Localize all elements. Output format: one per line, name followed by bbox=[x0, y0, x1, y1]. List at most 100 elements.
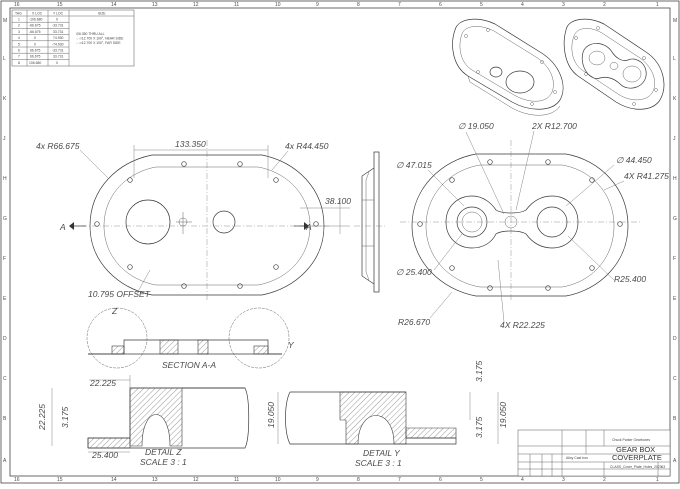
zone-letter: H bbox=[3, 176, 7, 182]
hole-table-cell: -74.930 bbox=[52, 42, 64, 46]
zone-number: 13 bbox=[152, 2, 158, 8]
zone-letter: C bbox=[3, 376, 7, 382]
hole-table-cell: -66.675 bbox=[29, 24, 41, 28]
detail-y-title: DETAIL Y bbox=[363, 448, 401, 458]
height-label: 38.100 bbox=[325, 196, 351, 206]
detail-y-dim-right-1: 3.175 bbox=[474, 416, 484, 438]
section-a-a: Z Y SECTION A-A bbox=[86, 306, 295, 370]
detail-z-dim-top: 22.225 bbox=[89, 378, 116, 388]
diameter-47-label: ∅ 47.015 bbox=[396, 160, 432, 170]
rear-view bbox=[400, 140, 640, 300]
isometric-view-front bbox=[452, 18, 564, 116]
zone-number: 16 bbox=[14, 2, 20, 8]
hole-size-note: ⌵ ∅12.700 X 100°, FAR SIDE bbox=[76, 41, 121, 45]
zone-number: 10 bbox=[275, 2, 281, 8]
diameter-19-label: ∅ 19.050 bbox=[458, 121, 494, 131]
zone-letter: L bbox=[673, 56, 676, 62]
hole-table-cell: -33.731 bbox=[52, 24, 64, 28]
hole-table-header: SIZE bbox=[98, 12, 106, 16]
detail-z-title: DETAIL Z bbox=[145, 447, 182, 457]
hole-table-cell: 66.675 bbox=[30, 55, 40, 59]
radius-66-label: 4x R66.675 bbox=[36, 141, 80, 151]
zone-number: 6 bbox=[439, 2, 442, 8]
front-view bbox=[70, 140, 330, 300]
border-top-numbers: 16 15 14 13 12 11 10 9 8 7 6 5 4 3 2 1 bbox=[14, 2, 659, 8]
zone-number: 10 bbox=[275, 477, 281, 483]
zone-letter: D bbox=[3, 336, 7, 342]
border-right-letters: M L K J H G F E D C B A bbox=[673, 18, 677, 464]
hole-table-header: X LOC bbox=[32, 12, 43, 16]
radius-26-label: R26.670 bbox=[398, 317, 430, 327]
hole-table-cell: 8 bbox=[18, 61, 20, 65]
zone-number: 9 bbox=[316, 477, 319, 483]
hole-size-note: ⌵ ∅12.700 X 100°, NEAR SIDE bbox=[76, 37, 124, 41]
hole-table-cell: 5 bbox=[18, 42, 20, 46]
zone-number: 12 bbox=[193, 2, 199, 8]
hole-table-cell: -66.675 bbox=[29, 30, 41, 34]
zone-number: 15 bbox=[57, 2, 63, 8]
radius-25-label: R25.400 bbox=[614, 274, 646, 284]
hole-table-cell: 0 bbox=[56, 18, 58, 22]
hole-table-cell: 33.731 bbox=[53, 30, 63, 34]
isometric-view-rear bbox=[563, 18, 665, 110]
hole-table-cell: 33.731 bbox=[53, 55, 63, 59]
zone-letter: J bbox=[3, 136, 6, 142]
zone-letter: L bbox=[3, 56, 6, 62]
zone-letter: G bbox=[3, 216, 7, 222]
zone-letter: M bbox=[3, 18, 7, 24]
hole-table: TAG X LOC Y LOC SIZE 1 -106.680 0 2 -66.… bbox=[11, 9, 135, 67]
zone-number: 4 bbox=[521, 477, 524, 483]
section-marker-left: A bbox=[59, 222, 86, 232]
zone-number: 4 bbox=[521, 2, 524, 8]
diameter-44-label: ∅ 44.450 bbox=[616, 155, 652, 165]
border-bottom-numbers: 16 15 14 13 12 11 10 9 8 7 6 5 4 3 2 1 bbox=[14, 477, 659, 483]
zone-number: 1 bbox=[656, 2, 659, 8]
section-title: SECTION A-A bbox=[162, 360, 216, 370]
zone-letter: G bbox=[673, 216, 677, 222]
zone-number: 9 bbox=[316, 2, 319, 8]
section-letter: A bbox=[59, 222, 66, 232]
width-label: 133.350 bbox=[175, 139, 206, 149]
zone-letter: F bbox=[673, 256, 676, 262]
zone-letter: B bbox=[3, 416, 7, 422]
width-dimension: 133.350 bbox=[133, 139, 269, 178]
zone-number: 12 bbox=[193, 477, 199, 483]
part-title-line-1: GEAR BOX bbox=[616, 445, 655, 454]
section-letter: A bbox=[305, 222, 312, 232]
sheet-size: A3 bbox=[661, 465, 665, 469]
radius-41-label: 4X R41.275 bbox=[624, 171, 669, 181]
detail-y: 3.175 19.050 3.175 19.050 DETAIL Y SCALE… bbox=[266, 360, 508, 468]
side-view bbox=[354, 151, 386, 293]
zone-number: 3 bbox=[562, 477, 565, 483]
detail-z-dim-bottom: 25.400 bbox=[91, 450, 118, 460]
zone-letter: F bbox=[3, 256, 6, 262]
detail-z-dim-left-2: 3.175 bbox=[60, 406, 70, 428]
detail-z: 22.225 22.225 3.175 25.400 DETAIL Z SCAL… bbox=[37, 375, 250, 467]
radius-12-label: 2X R12.700 bbox=[531, 121, 577, 131]
zone-number: 16 bbox=[14, 477, 20, 483]
zone-number: 2 bbox=[603, 2, 606, 8]
hole-table-cell: 66.675 bbox=[30, 49, 40, 53]
detail-y-dim-left: 19.050 bbox=[266, 402, 276, 428]
label-y: Y bbox=[288, 340, 295, 350]
detail-y-dim-top: 3.175 bbox=[474, 360, 484, 382]
hole-table-cell: 74.930 bbox=[53, 36, 63, 40]
hole-size-note: ∅6.350 THRU ALL bbox=[76, 32, 105, 36]
label-z: Z bbox=[111, 306, 118, 316]
part-title-line-2: COVERPLATE bbox=[612, 453, 662, 462]
detail-y-scale: SCALE 3 : 1 bbox=[355, 458, 402, 468]
zone-number: 1 bbox=[656, 477, 659, 483]
hole-table-header: Y LOC bbox=[53, 12, 64, 16]
detail-z-scale: SCALE 3 : 1 bbox=[140, 457, 187, 467]
zone-letter: K bbox=[3, 96, 7, 102]
hole-table-cell: 106.680 bbox=[29, 61, 41, 65]
zone-number: 15 bbox=[57, 477, 63, 483]
section-marker-right: A bbox=[294, 222, 312, 232]
zone-number: 7 bbox=[398, 2, 401, 8]
zone-number: 7 bbox=[398, 477, 401, 483]
hole-table-cell: 1 bbox=[18, 18, 20, 22]
zone-number: 8 bbox=[357, 2, 360, 8]
